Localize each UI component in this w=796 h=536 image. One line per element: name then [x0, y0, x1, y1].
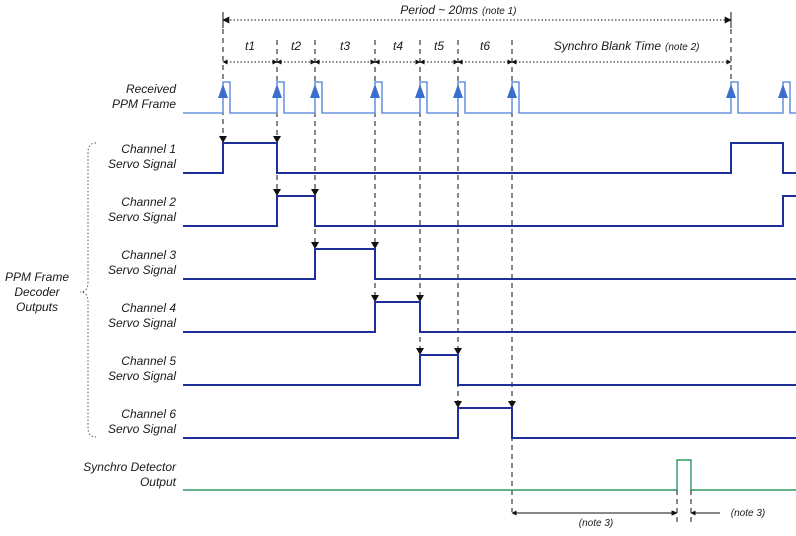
- arrowhead-ch3-fall: [371, 242, 379, 249]
- channel-2-label-line1: Channel 2: [121, 195, 176, 209]
- synchro-label-line2: Output: [140, 475, 177, 489]
- ppm-arrow-5: [415, 84, 425, 98]
- channel-4-waveform: [183, 301, 796, 333]
- channel-3-label-line1: Channel 3: [121, 248, 176, 262]
- arrowhead-ch2-fall: [311, 189, 319, 196]
- note3-label-left: (note 3): [579, 518, 613, 529]
- interval-label-t6: t6: [480, 39, 490, 53]
- channel-3-label-line2: Servo Signal: [108, 263, 176, 277]
- arrowhead-ch1-fall: [273, 136, 281, 143]
- arrowhead-ch3-rise: [311, 242, 319, 249]
- decoder-label-line1: PPM Frame: [5, 270, 69, 284]
- interval-label-t4: t4: [393, 39, 403, 53]
- note3-label-right: (note 3): [731, 508, 765, 519]
- channel-5-waveform: [183, 354, 796, 386]
- arrowhead-ch2-rise: [273, 189, 281, 196]
- synchro-label-line1: Synchro Detector: [83, 460, 177, 474]
- channel-2-waveform: [183, 195, 796, 227]
- arrowhead-ch4-fall: [416, 295, 424, 302]
- ppm-rising-edge-arrows: [218, 84, 788, 98]
- arrowhead-ch5-fall: [454, 348, 462, 355]
- channel-3-waveform: [183, 248, 796, 280]
- channel-1-label-line2: Servo Signal: [108, 157, 176, 171]
- ppm-arrow-4: [370, 84, 380, 98]
- decoder-outputs-brace: [79, 142, 97, 438]
- blank-label: Synchro Blank Time: [554, 39, 662, 53]
- channel-4-label-line2: Servo Signal: [108, 316, 176, 330]
- arrowhead-ch5-rise: [416, 348, 424, 355]
- interval-label-t1: t1: [245, 39, 255, 53]
- transition-arrowheads: [219, 136, 516, 408]
- arrowhead-ch4-rise: [371, 295, 379, 302]
- arrowhead-ch1-rise: [219, 136, 227, 143]
- period-label: Period ~ 20ms: [400, 3, 478, 17]
- channel-6-waveform: [183, 407, 796, 439]
- channel-1-label-line1: Channel 1: [121, 142, 176, 156]
- ppm-arrow-6: [453, 84, 463, 98]
- channel-6-label-line2: Servo Signal: [108, 422, 176, 436]
- interval-label-t5: t5: [434, 39, 444, 53]
- ppm-label-line1: Received: [126, 82, 176, 96]
- channel-5-label-line1: Channel 5: [121, 354, 176, 368]
- ppm-arrow-1: [218, 84, 228, 98]
- ppm-arrow-9: [778, 84, 788, 98]
- ppm-frame-waveform: [183, 81, 796, 114]
- decoder-label-line3: Outputs: [16, 300, 58, 314]
- decoder-label-line2: Decoder: [14, 285, 60, 299]
- channel-4-label-line1: Channel 4: [121, 301, 176, 315]
- synchro-detector-waveform: [183, 459, 796, 491]
- channel-6-label-line1: Channel 6: [121, 407, 176, 421]
- arrowhead-ch6-rise: [454, 401, 462, 408]
- ppm-label-line2: PPM Frame: [112, 97, 176, 111]
- blank-note: (note 2): [665, 42, 699, 53]
- interval-label-t2: t2: [291, 39, 301, 53]
- period-note: (note 1): [482, 6, 516, 17]
- ppm-arrow-3: [310, 84, 320, 98]
- ppm-arrow-2: [272, 84, 282, 98]
- channel-1-waveform: [183, 142, 796, 174]
- interval-label-t3: t3: [340, 39, 350, 53]
- channel-2-label-line2: Servo Signal: [108, 210, 176, 224]
- ppm-arrow-7: [507, 84, 517, 98]
- arrowhead-ch6-fall: [508, 401, 516, 408]
- ppm-arrow-8: [726, 84, 736, 98]
- channel-5-label-line2: Servo Signal: [108, 369, 176, 383]
